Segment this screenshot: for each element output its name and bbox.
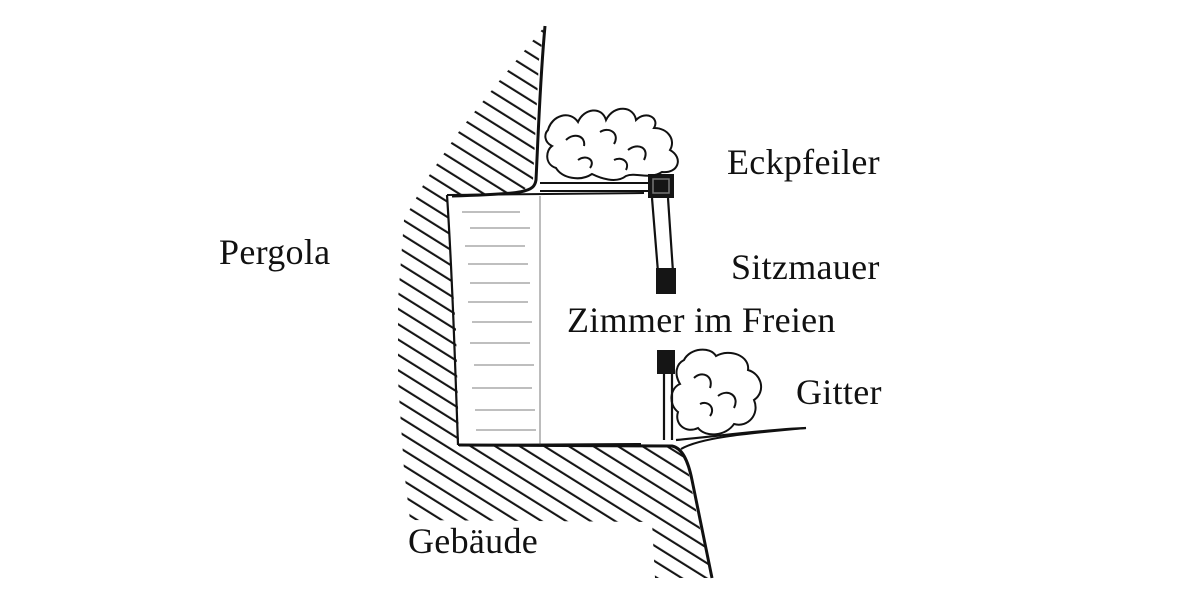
label-building: Gebäude bbox=[408, 521, 539, 561]
label-corner-pillar: Eckpfeiler bbox=[727, 142, 880, 182]
corner-pillar bbox=[648, 174, 674, 198]
label-seat-wall: Sitzmauer bbox=[731, 247, 880, 287]
garden-edge bbox=[680, 427, 807, 450]
label-outdoor-room: Zimmer im Freien bbox=[567, 300, 836, 340]
label-trellis: Gitter bbox=[796, 372, 882, 412]
trellis-post bbox=[657, 350, 675, 440]
pergola-area bbox=[445, 192, 645, 446]
shrub-trellis bbox=[670, 348, 807, 442]
label-pergola: Pergola bbox=[219, 232, 331, 272]
shrub-top bbox=[544, 107, 679, 181]
seat-wall bbox=[540, 182, 676, 294]
